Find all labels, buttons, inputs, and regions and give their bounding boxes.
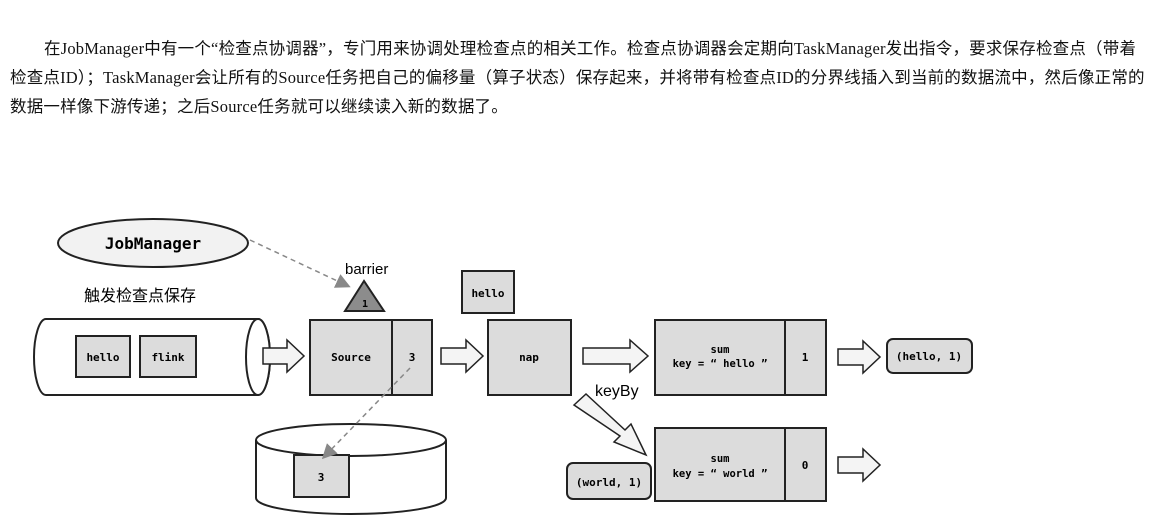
storage-value: 3 xyxy=(318,471,325,484)
barrier-label: barrier xyxy=(345,261,388,278)
arrow-sum1-output xyxy=(837,339,882,375)
sum1-value: 1 xyxy=(802,351,809,364)
jobmanager-label: JobManager xyxy=(105,234,201,253)
arrow-input-source xyxy=(262,338,306,374)
map-label: nap xyxy=(519,351,539,364)
sum2-value: 0 xyxy=(802,459,809,472)
input-item-flink xyxy=(139,335,197,378)
sum2-title: sum xyxy=(711,453,730,465)
output2: (world, 1) xyxy=(566,462,652,500)
description-paragraph: 在JobManager中有一个“检查点协调器”，专门用来协调处理检查点的相关工作… xyxy=(10,39,1145,116)
output1-label: (hello, 1) xyxy=(896,350,962,363)
arrow-sum2-out xyxy=(837,447,882,483)
input-item-hello-label: hello xyxy=(86,351,119,364)
storage-item xyxy=(293,454,350,498)
floating-hello: hello xyxy=(461,270,515,314)
sum1-key: key = “ hello ” xyxy=(673,358,768,370)
sum2-key: key = “ world ” xyxy=(673,468,768,480)
source-state: 3 xyxy=(409,351,416,364)
output2-label: (world, 1) xyxy=(576,476,642,489)
jobmanager-node: JobManager xyxy=(57,218,249,268)
map-node: nap xyxy=(487,319,572,396)
snapshot-arrow xyxy=(321,367,411,460)
arrow-map-sum1 xyxy=(582,338,650,374)
trigger-arrow xyxy=(249,239,351,288)
source-node: Source 3 xyxy=(309,319,433,396)
sum2-node: sum key = “ world ” 0 xyxy=(654,427,827,502)
trigger-label: 触发检查点保存 xyxy=(84,287,196,305)
arrow-map-sum2 xyxy=(572,392,648,457)
state-storage: 3 xyxy=(255,423,447,515)
sum1-node: sum key = “ hello ” 1 xyxy=(654,319,827,396)
input-queue: hello flink xyxy=(33,318,271,396)
keyby-label: keyBy xyxy=(595,383,639,400)
output1: (hello, 1) xyxy=(886,338,973,374)
arrow-source-map xyxy=(440,338,485,374)
source-label: Source xyxy=(331,351,371,364)
input-item-hello xyxy=(75,335,131,378)
barrier-marker: 1 xyxy=(343,279,386,312)
floating-hello-label: hello xyxy=(471,287,504,300)
input-item-flink-label: flink xyxy=(151,351,184,364)
sum1-title: sum xyxy=(711,344,730,356)
barrier-id: 1 xyxy=(362,299,368,310)
